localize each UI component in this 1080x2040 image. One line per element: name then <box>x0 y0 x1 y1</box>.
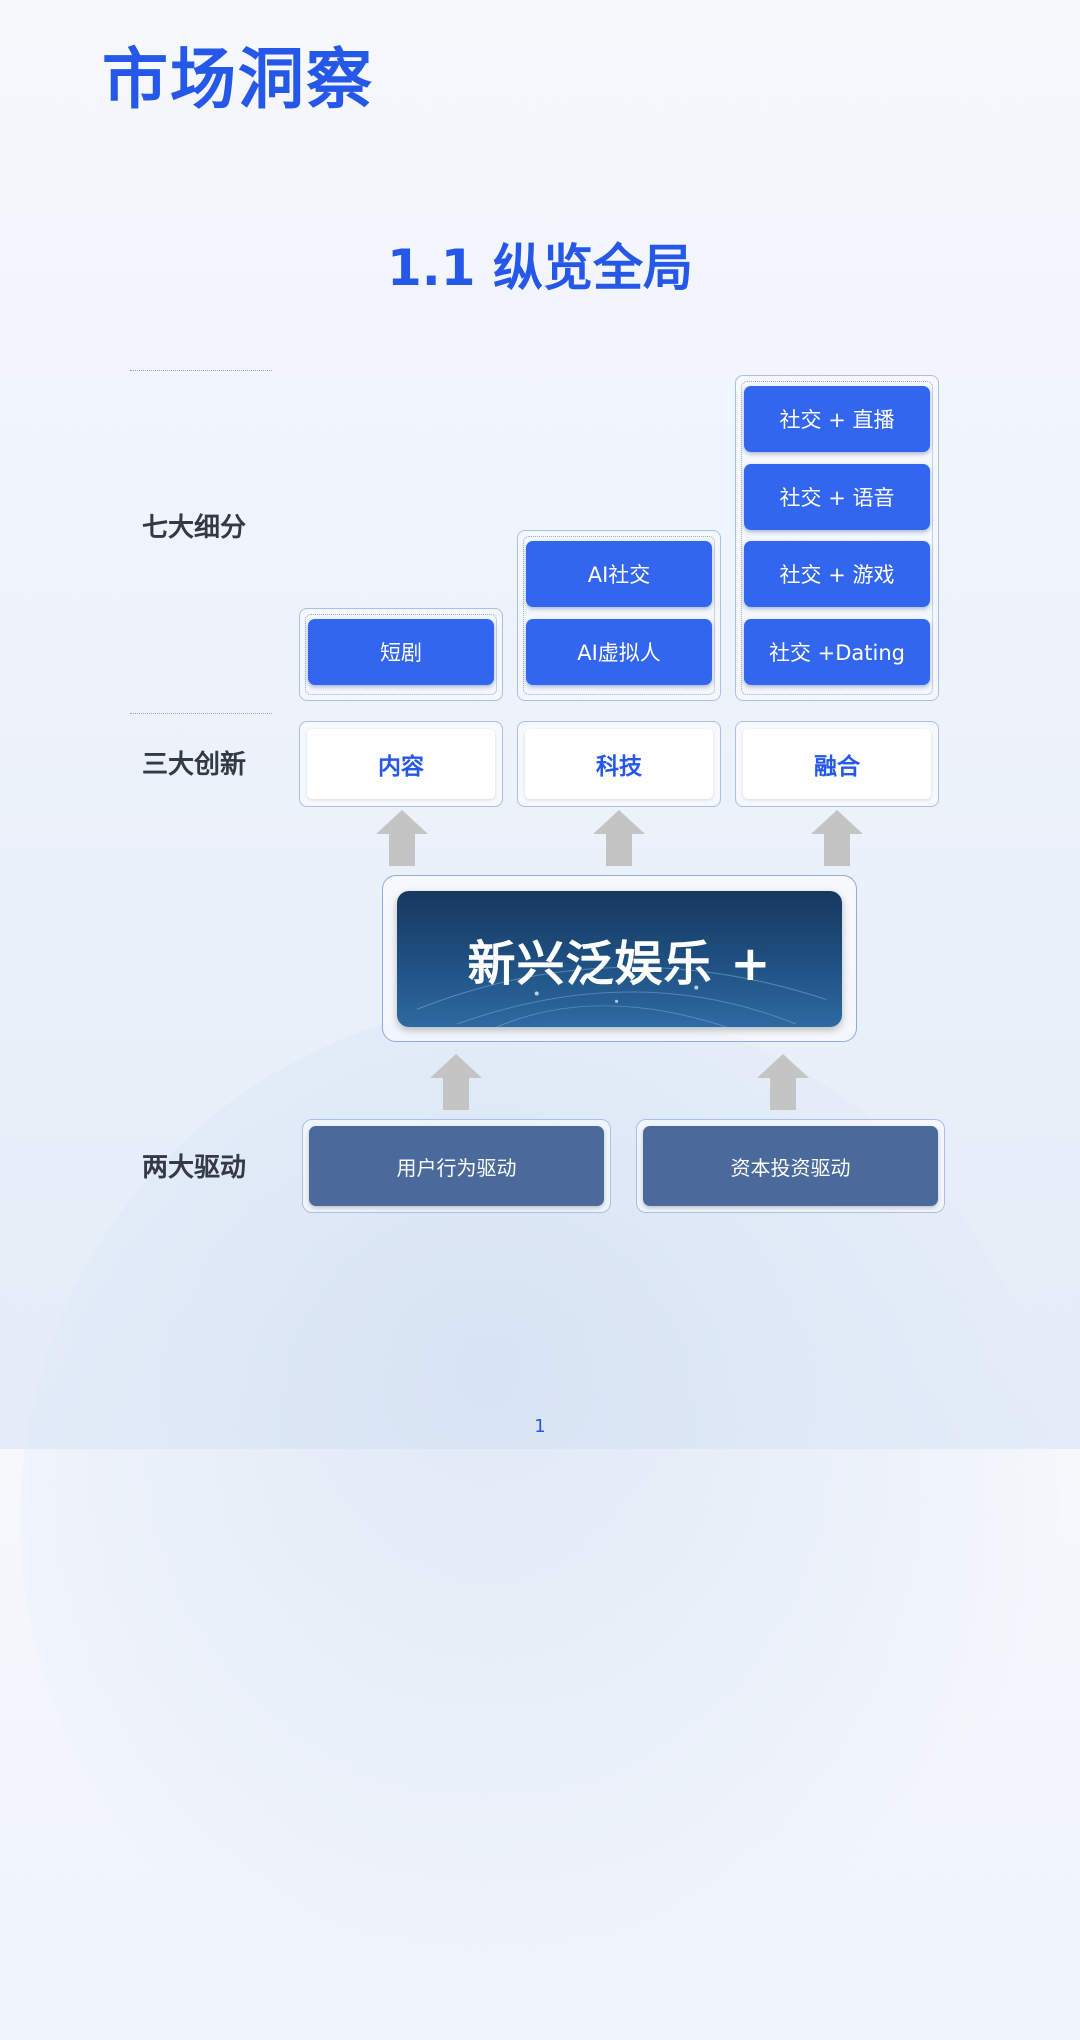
innovation-tech-label[interactable]: 科技 <box>525 729 713 799</box>
driver-user-behavior: 用户行为驱动 <box>302 1119 611 1213</box>
segment-social-voice[interactable]: 社交 + 语音 <box>744 464 930 530</box>
driver-capital-investment-label[interactable]: 资本投资驱动 <box>643 1126 938 1206</box>
innovation-tech: 科技 <box>517 721 721 807</box>
segment-group-content: 短剧 <box>299 608 503 701</box>
center-label: 新兴泛娱乐 + <box>467 936 772 992</box>
arrow-up-icon <box>757 1054 809 1110</box>
segment-social-live[interactable]: 社交 + 直播 <box>744 386 930 452</box>
arrow-up-icon <box>376 810 428 866</box>
divider-middle <box>130 713 272 714</box>
segment-ai-social[interactable]: AI社交 <box>526 541 712 607</box>
segment-social-game[interactable]: 社交 + 游戏 <box>744 541 930 607</box>
segment-ai-virtual-human[interactable]: AI虚拟人 <box>526 619 712 685</box>
arrow-up-icon <box>430 1054 482 1110</box>
segment-short-drama[interactable]: 短剧 <box>308 619 494 685</box>
innovation-content: 内容 <box>299 721 503 807</box>
section-subtitle: 1.1 纵览全局 <box>387 239 693 297</box>
segment-social-dating[interactable]: 社交 +Dating <box>744 619 930 685</box>
center-frame: 新兴泛娱乐 + <box>382 875 857 1042</box>
driver-capital-investment: 资本投资驱动 <box>636 1119 945 1213</box>
innovation-fusion: 融合 <box>735 721 939 807</box>
row-label-innovations: 三大创新 <box>142 750 247 780</box>
arrow-up-icon <box>811 810 863 866</box>
row-label-drivers: 两大驱动 <box>142 1153 247 1183</box>
page-title: 市场洞察 <box>102 41 374 118</box>
innovation-content-label[interactable]: 内容 <box>307 729 495 799</box>
row-label-segments: 七大细分 <box>142 513 247 543</box>
divider-top <box>130 370 272 371</box>
center-emerging-entertainment[interactable]: 新兴泛娱乐 + <box>397 891 842 1027</box>
page-number: 1 <box>534 1416 546 1437</box>
driver-user-behavior-label[interactable]: 用户行为驱动 <box>309 1126 604 1206</box>
segment-group-tech: AI社交 AI虚拟人 <box>517 530 721 701</box>
segment-group-fusion: 社交 + 直播 社交 + 语音 社交 + 游戏 社交 +Dating <box>735 375 939 701</box>
arrow-up-icon <box>593 810 645 866</box>
innovation-fusion-label[interactable]: 融合 <box>743 729 931 799</box>
